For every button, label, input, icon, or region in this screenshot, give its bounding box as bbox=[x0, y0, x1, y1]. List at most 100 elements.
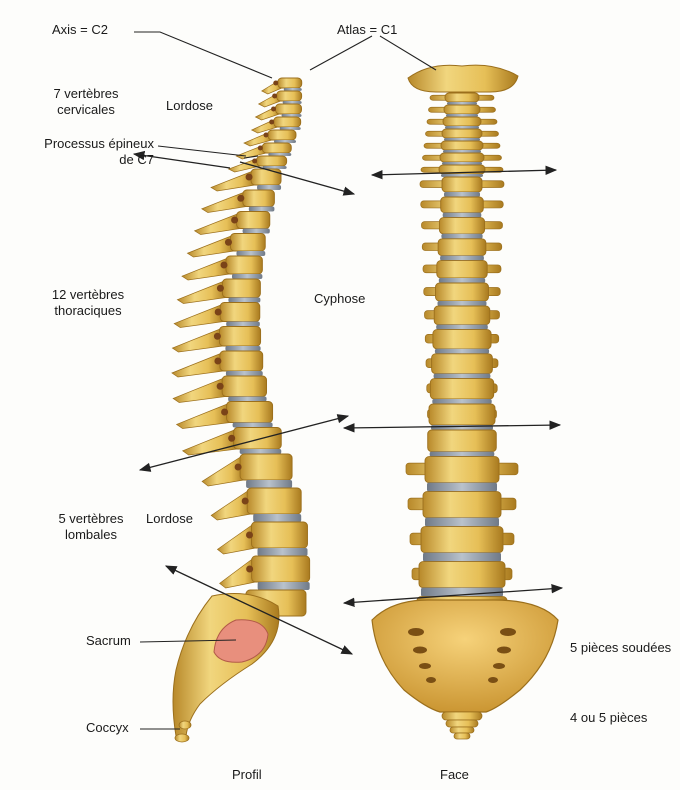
intervertebral-disc-face bbox=[427, 483, 497, 492]
intervertebral-disc-face bbox=[439, 278, 485, 283]
vertebra-profile-body bbox=[240, 454, 292, 480]
vertebra-spinous-process bbox=[187, 236, 234, 258]
vertebra-spinous-process bbox=[218, 524, 256, 554]
intervertebral-disc-profile bbox=[246, 480, 292, 488]
vertebra-face-body bbox=[440, 153, 484, 162]
vertebra-profile-body bbox=[243, 190, 275, 207]
cyphose-label: Cyphose bbox=[314, 291, 365, 307]
cervical-label: 7 vertèbres cervicales bbox=[36, 86, 136, 118]
vertebra-spinous-process bbox=[172, 329, 223, 353]
vertebra-face-body bbox=[429, 404, 495, 425]
vertebra-face-body bbox=[437, 261, 487, 278]
vertebra-profile-body bbox=[247, 488, 301, 514]
intervertebral-disc-profile bbox=[257, 185, 281, 190]
axis-label: Axis = C2 bbox=[52, 22, 108, 38]
face-view-spine bbox=[372, 65, 558, 739]
coccyx-label: Coccyx bbox=[86, 720, 129, 736]
profile-view-spine bbox=[172, 78, 310, 742]
intervertebral-disc-profile bbox=[258, 582, 310, 590]
intervertebral-disc-profile bbox=[228, 397, 266, 402]
intervertebral-disc-face bbox=[423, 553, 501, 562]
sacrum-profile bbox=[173, 594, 279, 736]
vertebra-profile-body bbox=[230, 234, 265, 252]
intervertebral-foramen bbox=[225, 239, 232, 246]
vertebra-profile-body bbox=[234, 428, 282, 450]
vertebra-face-body bbox=[428, 430, 497, 452]
intervertebral-disc-face bbox=[435, 349, 489, 354]
intervertebral-foramen bbox=[228, 435, 235, 442]
pieces-coccyx-label: 4 ou 5 pièces bbox=[570, 710, 647, 726]
intervertebral-disc-face bbox=[425, 518, 499, 527]
vertebra-face-body bbox=[445, 93, 479, 102]
vertebra-face-body bbox=[442, 129, 482, 138]
vertebra-face-body bbox=[438, 239, 486, 256]
intervertebral-foramen bbox=[221, 409, 228, 416]
lumbar-label-line2: lombales bbox=[46, 527, 136, 543]
intervertebral-disc-profile bbox=[226, 322, 260, 327]
intervertebral-disc-face bbox=[443, 213, 482, 218]
vertebra-profile-body bbox=[226, 256, 262, 274]
intervertebral-disc-profile bbox=[258, 548, 308, 556]
vertebra-face-body bbox=[443, 117, 481, 126]
intervertebral-foramen bbox=[246, 532, 253, 539]
intervertebral-foramen bbox=[246, 174, 253, 181]
vertebra-profile-body bbox=[277, 91, 302, 101]
intervertebral-disc-face bbox=[430, 452, 495, 457]
vertebra-spinous-process bbox=[211, 490, 251, 520]
processus-label: Processus épineux de C7 bbox=[4, 136, 154, 168]
vertebra-profile-body bbox=[252, 522, 308, 548]
intervertebral-foramen bbox=[217, 285, 224, 292]
intervertebral-foramen bbox=[221, 262, 228, 269]
vertebra-spinous-process bbox=[172, 353, 224, 377]
cervical-label-line2: cervicales bbox=[36, 102, 136, 118]
processus-label-line2: de C7 bbox=[4, 152, 154, 168]
vertebra-spinous-process bbox=[202, 456, 244, 486]
vertebra-profile-body bbox=[227, 402, 273, 423]
intervertebral-disc-face bbox=[436, 325, 488, 330]
intervertebral-foramen bbox=[264, 133, 269, 138]
sacrum-face bbox=[372, 600, 558, 712]
vertebra-profile-body bbox=[257, 156, 287, 166]
vertebra-profile-body bbox=[268, 130, 296, 140]
vertebra-face-body bbox=[442, 177, 482, 192]
vertebra-spinous-process bbox=[177, 281, 226, 304]
intervertebral-foramen bbox=[214, 358, 221, 365]
intervertebral-foramen bbox=[252, 159, 257, 164]
vertebra-profile-body bbox=[262, 143, 291, 153]
intervertebral-foramen bbox=[237, 195, 244, 202]
vertebra-profile-body bbox=[219, 327, 260, 347]
vertebra-face-body bbox=[423, 492, 501, 518]
intervertebral-foramen bbox=[214, 333, 221, 340]
vertebra-profile-body bbox=[222, 279, 260, 298]
vertebra-spinous-process bbox=[173, 378, 226, 403]
axis-leader bbox=[134, 32, 272, 78]
vertebra-face-body bbox=[430, 379, 493, 399]
intervertebral-disc-profile bbox=[228, 298, 260, 303]
intervertebral-disc-profile bbox=[240, 449, 282, 454]
intervertebral-foramen bbox=[269, 120, 274, 125]
profil-caption: Profil bbox=[232, 767, 262, 783]
intervertebral-foramen bbox=[217, 383, 224, 390]
intervertebral-foramen bbox=[215, 309, 222, 316]
lordose-cervical-label: Lordose bbox=[166, 98, 213, 114]
intervertebral-foramen bbox=[231, 217, 238, 224]
intervertebral-disc-profile bbox=[225, 346, 260, 351]
vertebra-face-body bbox=[441, 197, 484, 213]
vertebra-spinous-process bbox=[174, 305, 224, 328]
vertebra-face-body bbox=[436, 283, 489, 301]
pieces-soudees-label: 5 pièces soudées bbox=[570, 640, 671, 656]
vertebra-face-body bbox=[439, 218, 484, 234]
intervertebral-foramen bbox=[246, 566, 253, 573]
intervertebral-disc-profile bbox=[249, 207, 275, 212]
intervertebral-foramen bbox=[242, 498, 249, 505]
atlas-leader-left bbox=[310, 36, 372, 70]
vertebra-profile-body bbox=[237, 212, 270, 229]
vertebra-face-body bbox=[444, 105, 480, 114]
intervertebral-foramen bbox=[273, 81, 278, 86]
atlas-leader-right bbox=[380, 36, 436, 70]
intervertebral-foramen bbox=[272, 94, 277, 99]
vertebra-face-body bbox=[425, 457, 499, 483]
intervertebral-disc-face bbox=[438, 301, 487, 306]
vertebra-spinous-process bbox=[177, 404, 231, 429]
